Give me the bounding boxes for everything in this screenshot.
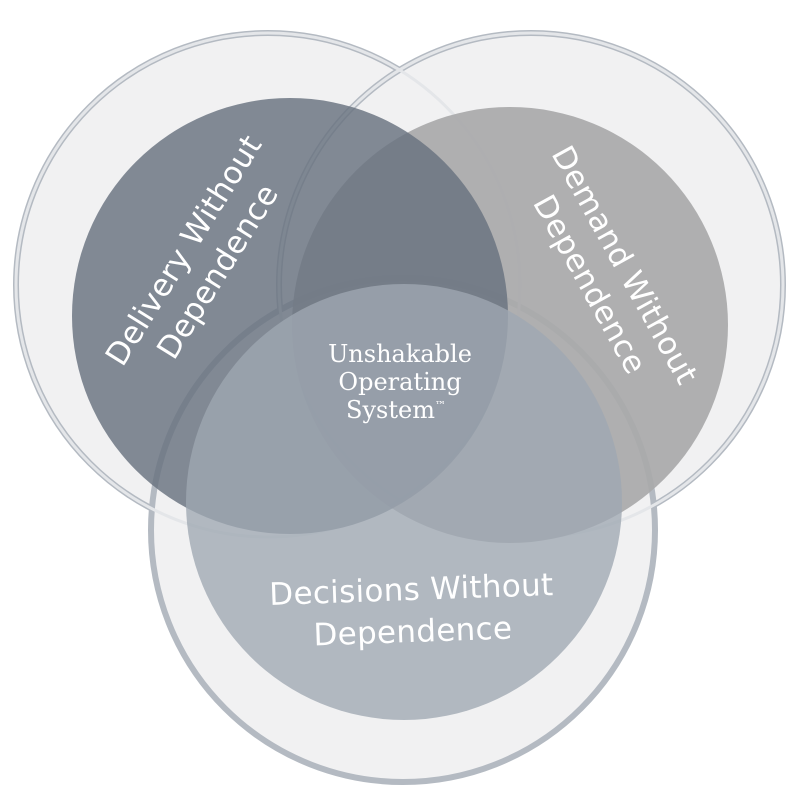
- center-label-line2: Operating: [338, 368, 461, 396]
- trademark-mark: ™: [435, 399, 446, 412]
- label-decisions-line2: Dependence: [313, 611, 513, 654]
- label-decisions: Decisions Without Dependence: [269, 567, 554, 654]
- center-label: Unshakable Operating System™: [328, 340, 472, 424]
- center-label-line3: System™: [346, 396, 446, 424]
- circle-decisions: [186, 284, 622, 720]
- center-label-system: System: [346, 396, 435, 424]
- center-label-line1: Unshakable: [328, 340, 472, 368]
- inner-circles: [72, 98, 728, 720]
